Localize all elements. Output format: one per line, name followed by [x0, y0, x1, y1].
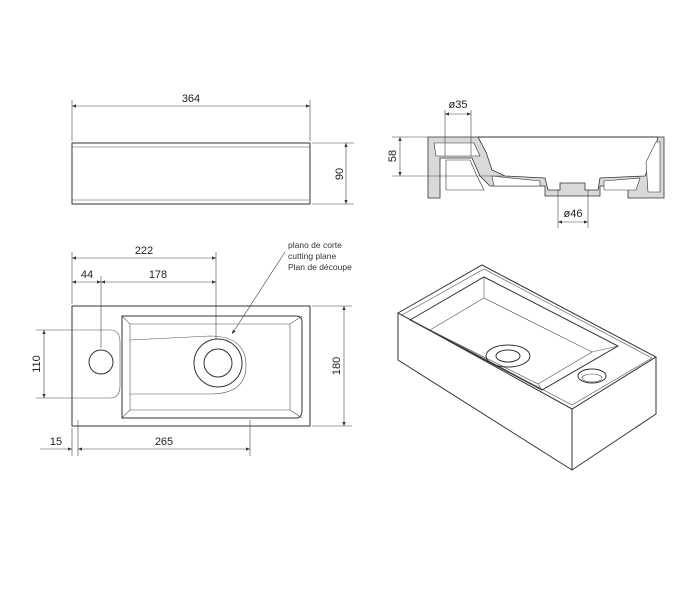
- section-view: ø35 58 ø46: [387, 99, 665, 228]
- dim-plan-bowl-width: 222: [135, 245, 153, 257]
- dim-plan-bowl-length: 265: [155, 436, 173, 448]
- plan-view: 222 44 178 110 180 15 265 plano de corte…: [31, 240, 352, 456]
- note-cutting-plane-es: plano de corte: [288, 240, 342, 250]
- dim-section-depth: 58: [387, 150, 399, 162]
- note-cutting-plane-fr: Plan de découpe: [288, 262, 352, 272]
- dim-section-outlet: ø46: [564, 208, 583, 220]
- dim-front-height: 90: [334, 168, 346, 180]
- note-cutting-plane-en: cutting plane: [288, 251, 336, 261]
- isometric-view: [396, 264, 658, 471]
- dim-section-drain: ø35: [449, 99, 468, 111]
- dim-plan-depth: 180: [331, 357, 343, 375]
- dim-plan-tap-offset: 44: [81, 269, 93, 281]
- dim-plan-wall: 15: [50, 436, 62, 448]
- dim-plan-tap-zone: 110: [31, 355, 43, 373]
- dim-front-width: 364: [182, 93, 200, 105]
- dim-plan-tap-drain: 178: [149, 269, 167, 281]
- front-view: 364 90: [71, 93, 354, 205]
